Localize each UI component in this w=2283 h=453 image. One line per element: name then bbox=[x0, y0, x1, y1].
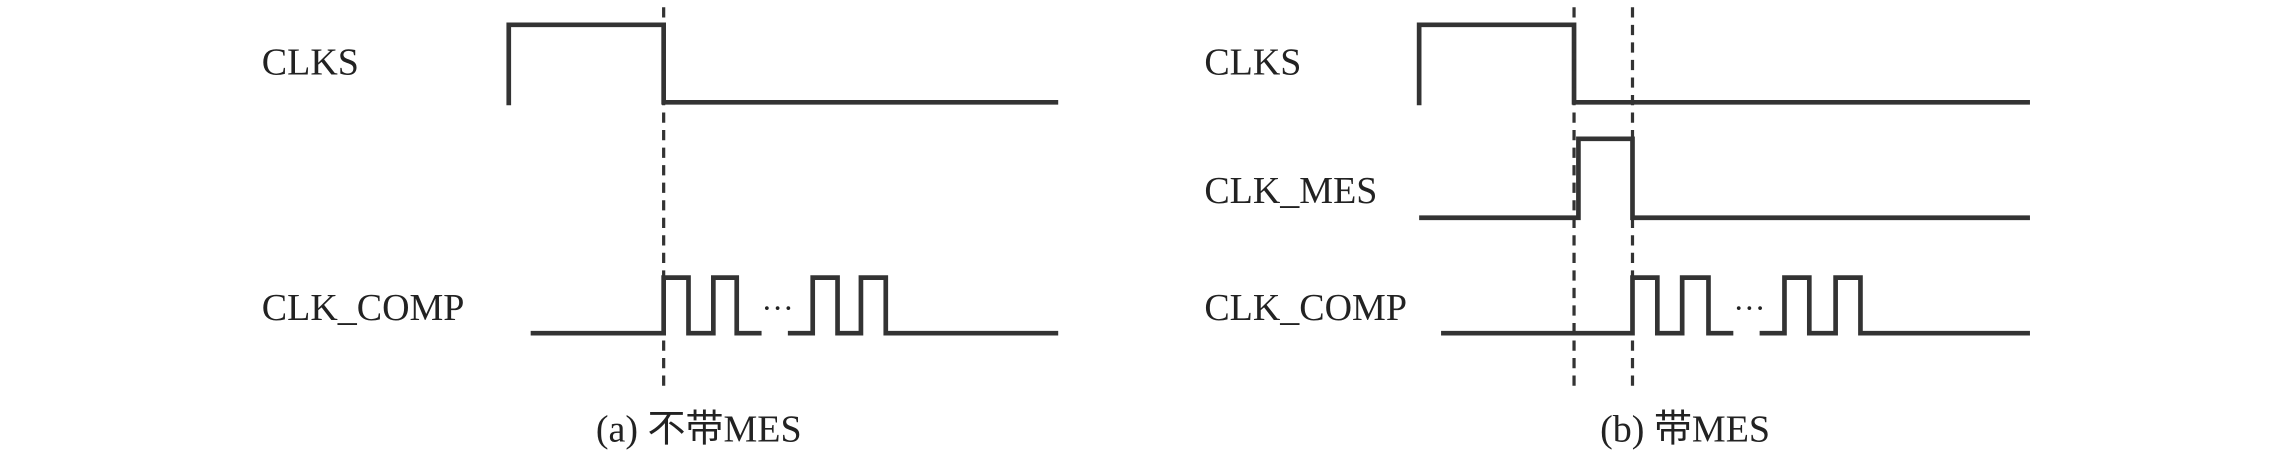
signal-label-clk-comp: CLK_COMP bbox=[1204, 287, 1407, 329]
signal-label-clks: CLKS bbox=[262, 42, 359, 84]
waveform-clk-mes bbox=[1419, 136, 2030, 221]
signal-label-clk-comp: CLK_COMP bbox=[262, 287, 465, 329]
caption-b: (b) 带MES bbox=[1600, 408, 1770, 450]
waveform-clk-comp-end bbox=[1759, 275, 2030, 336]
waveform-clk-comp-end bbox=[787, 275, 1059, 336]
signal-label-clks: CLKS bbox=[1204, 42, 1301, 84]
ellipsis: ··· bbox=[762, 290, 794, 326]
waveform-clks bbox=[506, 22, 1059, 106]
waveform-clk-comp-start bbox=[530, 275, 762, 336]
panel-a: CLKS CLK_COMP ··· (a) 不带MES bbox=[262, 7, 1059, 450]
waveform-clk-comp-start bbox=[1441, 275, 1734, 336]
panel-b: CLKS CLK_MES CLK_COMP ··· (b) 带MES bbox=[1204, 7, 2030, 450]
ellipsis: ··· bbox=[1733, 290, 1765, 326]
signal-label-clk-mes: CLK_MES bbox=[1204, 170, 1377, 212]
caption-a: (a) 不带MES bbox=[596, 408, 802, 450]
waveform-clks bbox=[1416, 22, 2030, 106]
